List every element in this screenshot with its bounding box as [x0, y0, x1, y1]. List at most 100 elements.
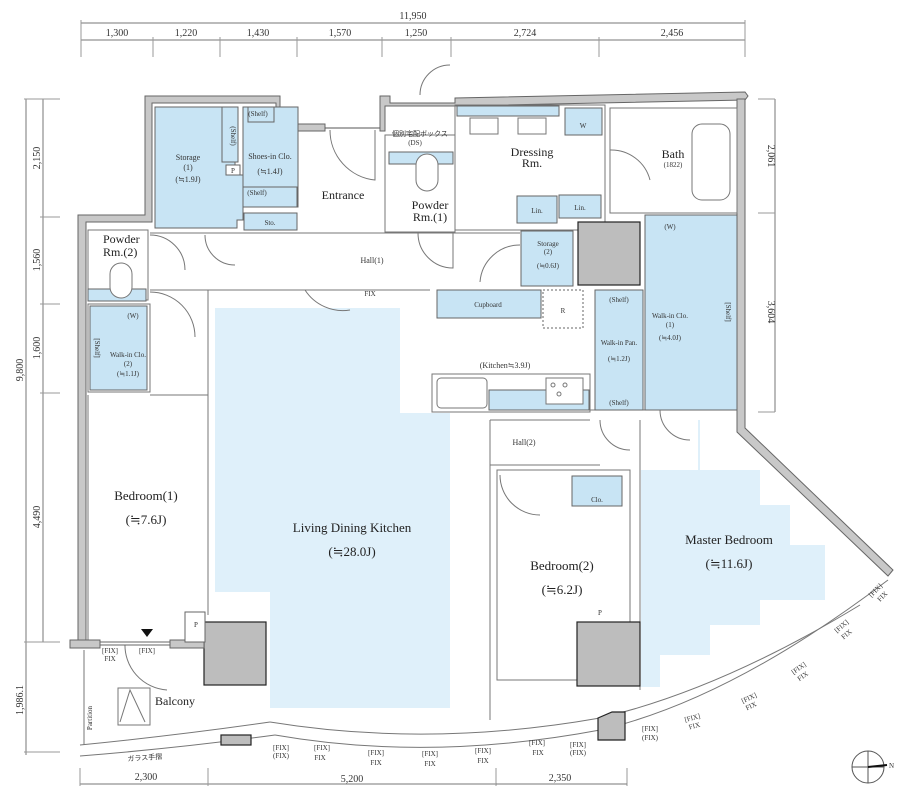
p-label: P	[194, 621, 198, 629]
fix-label: [FIX]	[422, 750, 438, 758]
fix-label: FIX	[424, 760, 435, 768]
ldk-area	[215, 308, 450, 708]
room-labels: Storage (1) (≒1.9J) (Shelf) (Shelf) P Sh…	[86, 110, 773, 763]
fix-label: FIX	[688, 721, 701, 732]
shelf-label: (Shelf)	[229, 126, 237, 146]
walkin-clo2-num: (2)	[124, 360, 133, 368]
kitchen-label: (Kitchen≒3.9J)	[480, 361, 531, 370]
storage1-num: (1)	[183, 163, 193, 172]
dim-left-total: 9,800	[15, 359, 26, 382]
w-label: W	[580, 122, 587, 130]
storage2-num: (2)	[544, 248, 553, 256]
storage2-area: (≒0.6J)	[537, 262, 560, 270]
cupboard-label: Cupboard	[474, 301, 502, 309]
shelf-label: [Shelf]	[93, 338, 101, 357]
fix-label: FIX	[370, 759, 381, 767]
fix-label: [FIX]	[570, 741, 586, 749]
walkin-clo2-area: (≒1.1J)	[117, 370, 140, 378]
walkin-pan-label: Walk-in Pan.	[601, 339, 638, 347]
shelf-label: (Shelf)	[247, 189, 267, 197]
fix-label: [FIX]	[684, 712, 701, 724]
shoes-clo-label: Shoes-in Clo.	[248, 152, 292, 161]
dim-left: 1,600	[32, 337, 43, 360]
north-label: N	[889, 762, 894, 770]
hall2-label: Hall(2)	[512, 438, 535, 447]
shelf-label: [Shelf]	[724, 302, 732, 321]
ldk-area-label: (≒28.0J)	[328, 544, 375, 559]
dim-right: 3,604	[765, 301, 776, 324]
top-dimension: 11,950 1,300 1,220 1,430 1,570 1,250 2,7…	[80, 11, 746, 57]
fix-label: FIX	[364, 290, 375, 298]
dim-right: 2,061	[765, 145, 776, 168]
dim-bottom: 2,300	[135, 772, 158, 783]
dim-top: 1,570	[329, 28, 352, 39]
ldk-label: Living Dining Kitchen	[293, 520, 412, 535]
left-dimension: 2,150 1,560 1,600 4,490 9,800 1,986.1	[15, 98, 60, 755]
master-bedroom-area	[641, 420, 825, 687]
walkin-clo1-label: Walk-in Clo.	[652, 312, 688, 320]
dim-left: 1,560	[32, 249, 43, 272]
pipe-shaft	[576, 621, 641, 687]
bath-label: Bath	[662, 147, 685, 161]
fix-label: FIX	[314, 754, 325, 762]
lin-label: Lin.	[531, 207, 543, 215]
doors	[124, 64, 691, 691]
dim-top: 2,456	[661, 28, 684, 39]
dressing-label: Rm.	[522, 156, 542, 170]
powder1-label: Rm.(1)	[413, 210, 447, 224]
refrigerator-label: R	[561, 307, 566, 315]
shelf-label: (Shelf)	[609, 296, 629, 304]
fix-label: [FIX]	[529, 739, 545, 747]
storage-rooms	[87, 105, 738, 507]
bath-size: (1822)	[664, 161, 683, 169]
p-label: P	[231, 167, 235, 175]
clo-label: Clo.	[591, 496, 603, 504]
delivery-box-label: 個別宅配ボックス	[392, 129, 448, 138]
w-label: (W)	[664, 223, 676, 231]
bedroom2-area: (≒6.2J)	[542, 582, 583, 597]
pillar	[597, 711, 626, 741]
ds-label: (DS)	[408, 139, 422, 147]
fix-label: FIX	[104, 655, 115, 663]
fix-label: [FIX]	[139, 647, 155, 655]
fix-label: [FIX]	[368, 749, 384, 757]
pipe-shaft	[203, 621, 267, 686]
p-label: P	[598, 609, 602, 617]
shelf-label: (Shelf)	[248, 110, 268, 118]
hall1-label: Hall(1)	[360, 256, 383, 265]
fixtures	[109, 117, 731, 726]
dim-left: 4,490	[32, 506, 43, 529]
bedroom2-label: Bedroom(2)	[530, 558, 594, 573]
right-dimension: 2,061 3,604	[758, 98, 776, 413]
sto-label: Sto.	[264, 219, 275, 227]
fix-label: [FIX]	[314, 744, 330, 752]
shoes-clo-area: (≒1.4J)	[257, 167, 282, 176]
storage1-area: (≒1.9J)	[175, 175, 200, 184]
dim-left: 2,150	[32, 147, 43, 170]
fix-label: (FIX)	[642, 734, 659, 742]
powder2-label: Powder	[103, 232, 140, 246]
fix-label: (FIX)	[570, 749, 587, 757]
master-bedroom-area: (≒11.6J)	[706, 556, 753, 571]
dim-top: 1,430	[247, 28, 270, 39]
dim-top-total: 11,950	[399, 11, 426, 22]
window-labels: [FIX] FIX [FIX] [FIX] (FIX) [FIX] FIX [F…	[102, 582, 889, 768]
dressing-label: Dressing	[511, 145, 554, 159]
fix-label: (FIX)	[273, 752, 290, 760]
bedroom1-label: Bedroom(1)	[114, 488, 178, 503]
powder2-label: Rm.(2)	[103, 245, 137, 259]
fix-label: [FIX]	[475, 747, 491, 755]
entrance-label: Entrance	[322, 188, 365, 202]
dim-bottom: 2,350	[549, 773, 572, 784]
compass-icon: N	[851, 750, 894, 784]
fix-label: FIX	[532, 749, 543, 757]
dim-left-balcony: 1,986.1	[15, 685, 26, 715]
dim-top: 2,724	[514, 28, 537, 39]
pillar	[220, 734, 252, 746]
pipe-shaft	[577, 221, 641, 286]
storage2-label: Storage	[537, 240, 558, 248]
entry-marker-icon	[141, 629, 153, 637]
storage1-label: Storage	[176, 153, 201, 162]
fix-label: FIX	[477, 757, 488, 765]
